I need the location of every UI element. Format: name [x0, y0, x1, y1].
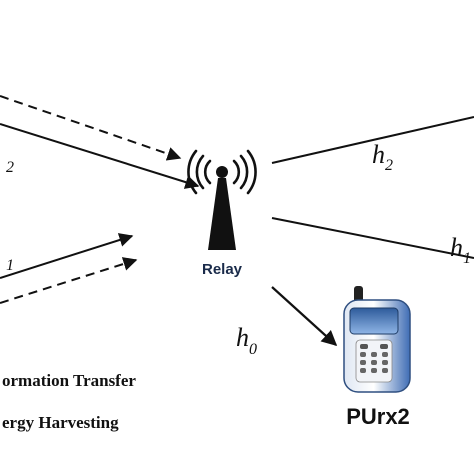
left-top-channel-subscript: 2	[6, 159, 14, 176]
receiver-label: PUrx2	[346, 404, 410, 429]
solid-link-top	[0, 123, 200, 189]
mobile-phone-icon	[343, 286, 411, 393]
legend-solid-label: ormation Transfer	[2, 371, 136, 390]
relay-antenna-icon	[187, 149, 257, 250]
link-h0	[271, 286, 338, 347]
solid-link-bottom	[0, 233, 134, 279]
link-h-right	[271, 217, 474, 259]
relay-label: Relay	[202, 261, 243, 278]
dashed-link-top	[0, 95, 182, 161]
legend-dashed-label: ergy Harvesting	[2, 413, 119, 432]
left-bottom-channel-subscript: 1	[6, 257, 14, 274]
dashed-link-bottom	[0, 257, 138, 304]
h0-label: h0	[236, 323, 257, 358]
h2-label: h2	[372, 140, 393, 174]
h-right-label: h1	[450, 233, 471, 267]
link-h2	[271, 116, 474, 164]
